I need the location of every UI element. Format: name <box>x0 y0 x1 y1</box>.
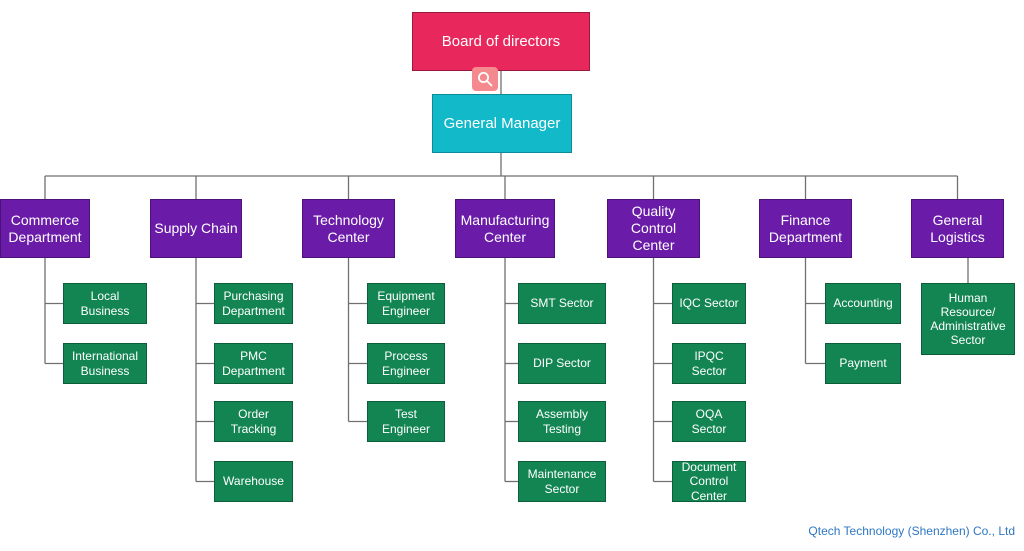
department-box: Technology Center <box>302 199 395 258</box>
zoom-button[interactable] <box>472 67 498 91</box>
department-box: Supply Chain <box>150 199 242 258</box>
sector-box: Payment <box>825 343 901 384</box>
sector-box: Purchasing Department <box>214 283 293 324</box>
department-box: Quality Control Center <box>607 199 700 258</box>
general-manager-box: General Manager <box>432 94 572 153</box>
sector-box: Local Business <box>63 283 147 324</box>
sector-box: Test Engineer <box>367 401 445 442</box>
sector-box: SMT Sector <box>518 283 606 324</box>
department-box: Finance Department <box>759 199 852 258</box>
sector-box: International Business <box>63 343 147 384</box>
sector-box: Order Tracking <box>214 401 293 442</box>
sector-box: DIP Sector <box>518 343 606 384</box>
department-box: Commerce Department <box>0 199 90 258</box>
department-box: Manufacturing Center <box>455 199 555 258</box>
sector-box: Assembly Testing <box>518 401 606 442</box>
department-box: General Logistics <box>911 199 1004 258</box>
sector-box: Accounting <box>825 283 901 324</box>
magnifier-icon <box>478 72 493 87</box>
sector-box: IPQC Sector <box>672 343 746 384</box>
sector-box: Equipment Engineer <box>367 283 445 324</box>
sector-box: Process Engineer <box>367 343 445 384</box>
sector-box: OQA Sector <box>672 401 746 442</box>
sector-box: Warehouse <box>214 461 293 502</box>
company-name-footer: Qtech Technology (Shenzhen) Co., Ltd <box>808 524 1015 538</box>
sector-box: Maintenance Sector <box>518 461 606 502</box>
sector-box: Human Resource/ Administrative Sector <box>921 283 1015 355</box>
sector-box: PMC Department <box>214 343 293 384</box>
sector-box: Document Control Center <box>672 460 746 503</box>
sector-box: IQC Sector <box>672 283 746 324</box>
board-of-directors-box: Board of directors <box>412 12 590 71</box>
